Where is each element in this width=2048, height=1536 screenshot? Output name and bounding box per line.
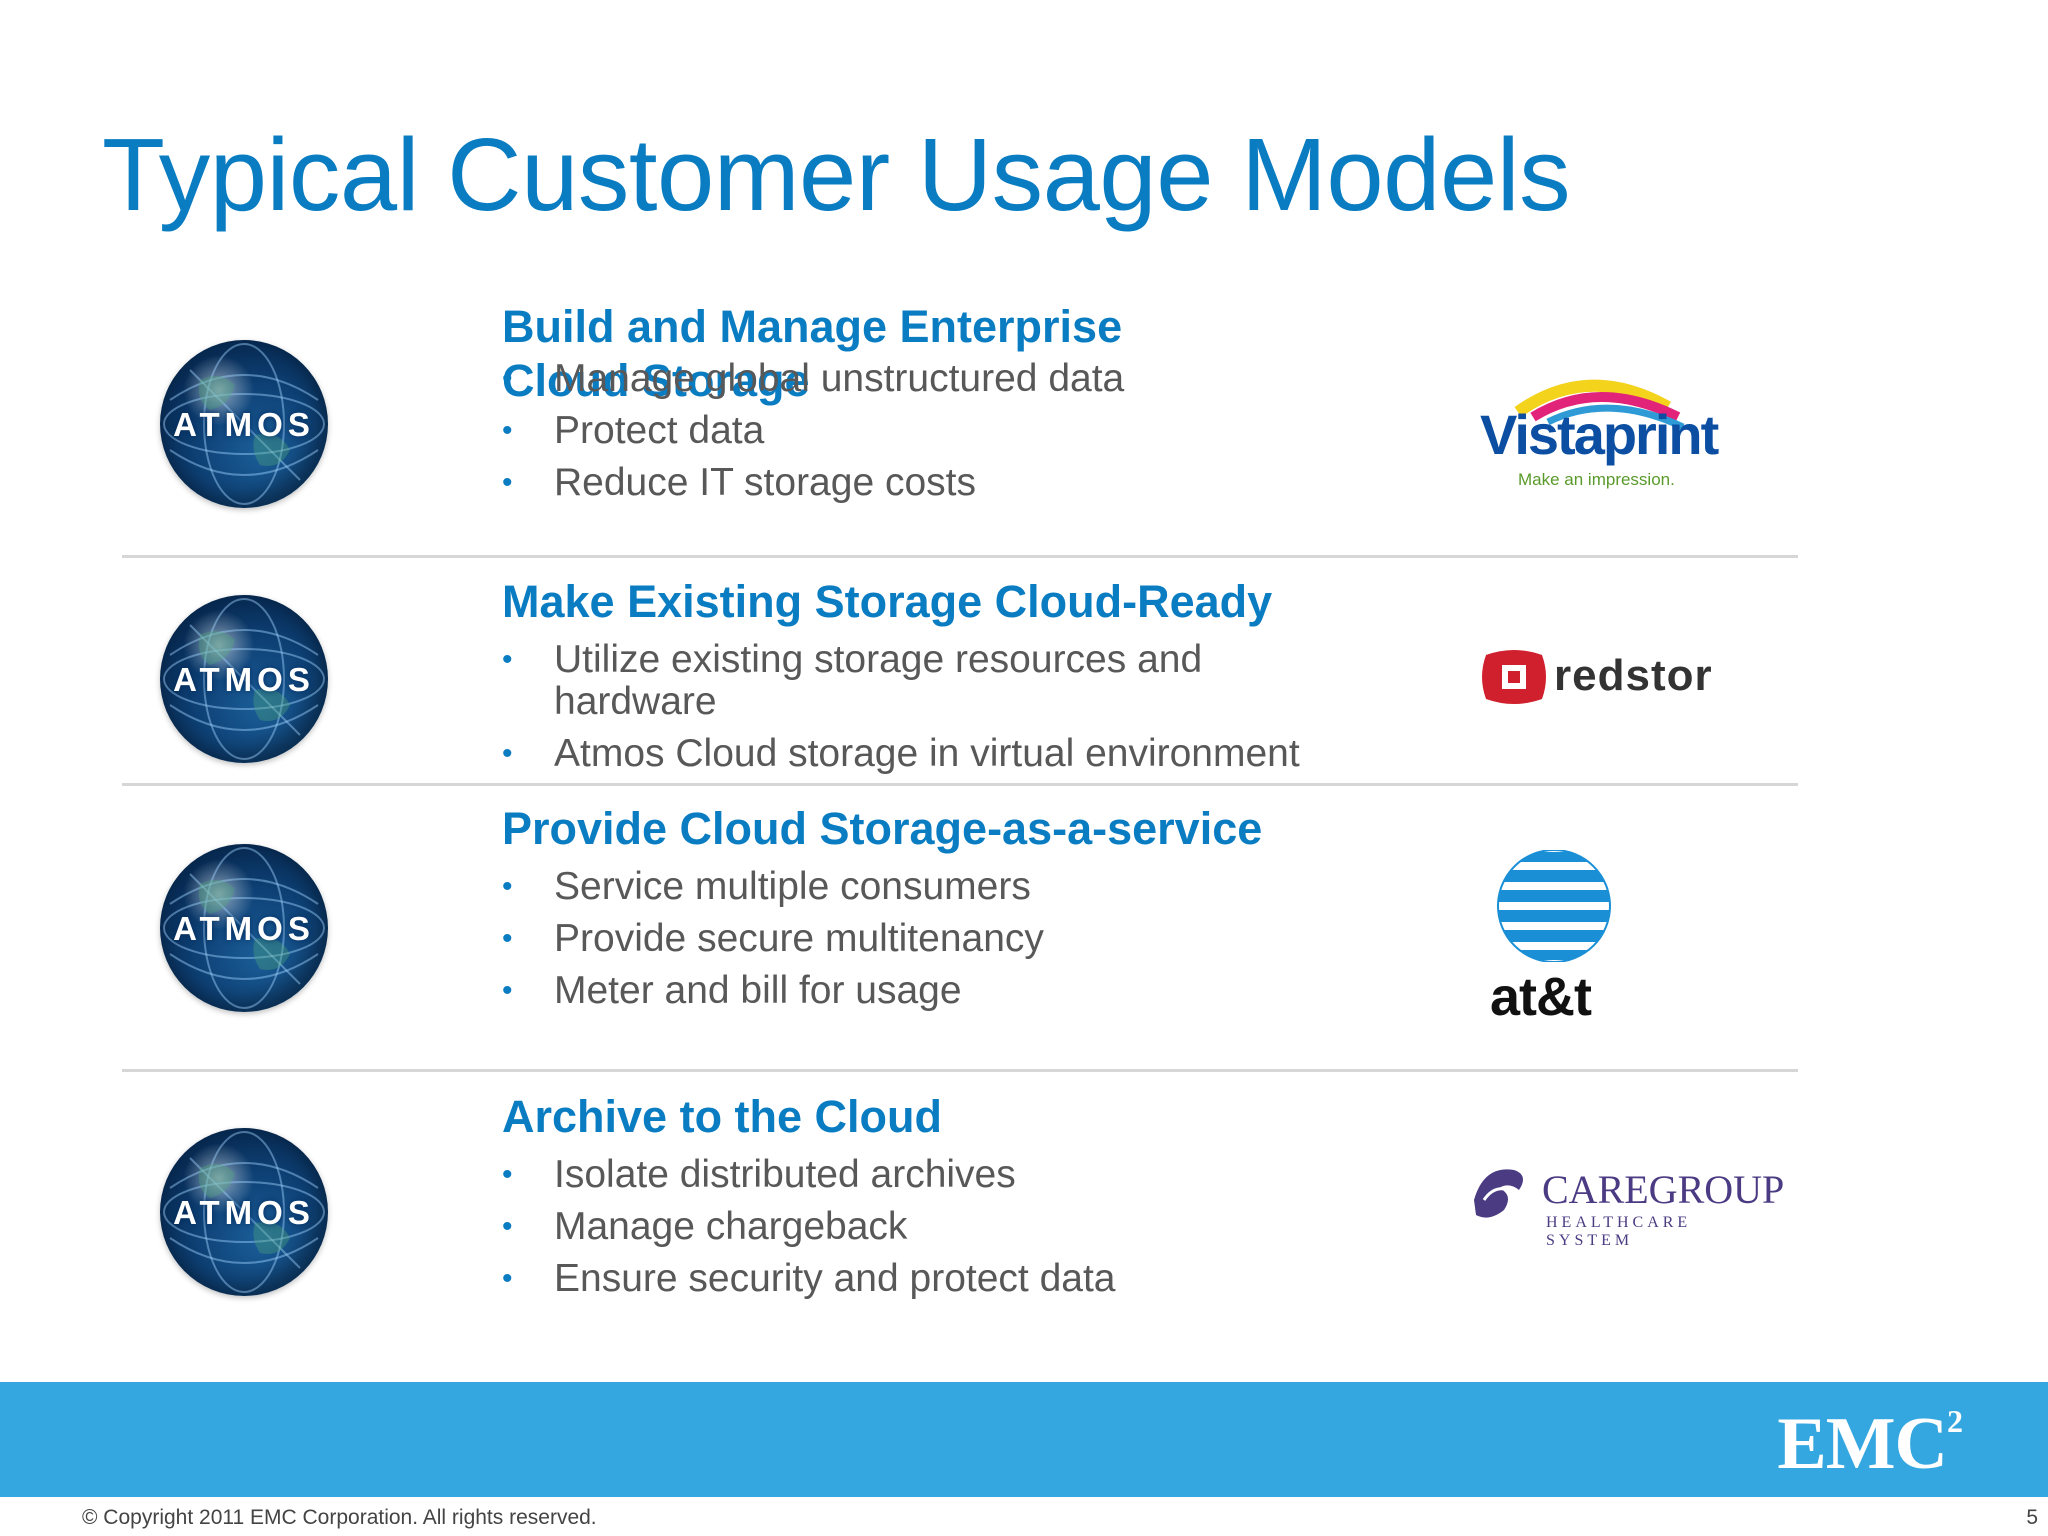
bullet-list: • Manage global unstructured data • Protec… [502, 358, 1402, 504]
page-title: Typical Customer Usage Models [102, 117, 1571, 232]
emc-logo: EMC2 [1777, 1402, 1963, 1487]
atmos-globe-label: ATMOS [173, 1194, 315, 1231]
bullet-marker: • [502, 643, 513, 676]
vistaprint-logo: Vistaprint Make an impression. [1478, 372, 1719, 492]
bullet-text: Reduce IT storage costs [554, 461, 976, 504]
bullet-text: Manage chargeback [554, 1205, 908, 1248]
bullet-marker: • [502, 870, 513, 903]
vistaprint-tagline: Make an impression. [1518, 470, 1675, 489]
usage-heading: Provide Cloud Storage-as-a-service [502, 803, 1263, 854]
list-item: • Atmos Cloud storage in virtual environm… [502, 733, 1382, 775]
list-item: • Manage global unstructured data [502, 358, 1402, 400]
globe-grid-icon [163, 343, 325, 505]
att-globe-icon [1497, 850, 1611, 962]
bullet-marker: • [502, 362, 513, 395]
usage-heading: Archive to the Cloud [502, 1091, 943, 1142]
list-item: • Meter and bill for usage [502, 970, 1402, 1012]
bullet-marker: • [502, 922, 513, 955]
bullet-text: Protect data [554, 409, 765, 452]
list-item: • Ensure security and protect data [502, 1258, 1402, 1300]
globe-grid-icon [163, 847, 325, 1009]
globe-grid-icon [163, 598, 325, 760]
atmos-globe-icon: ATMOS [160, 595, 328, 763]
vistaprint-wordmark: Vistaprint [1480, 403, 1719, 466]
bullet-list: • Isolate distributed archives • Manage ch… [502, 1154, 1402, 1300]
bullet-text: Utilize existing storage resources and h… [554, 638, 1203, 723]
atmos-globe-label: ATMOS [173, 661, 315, 698]
emc-wordmark: EMC [1777, 1403, 1948, 1485]
row-divider [122, 555, 1798, 558]
list-item: • Isolate distributed archives [502, 1154, 1402, 1196]
bullet-marker: • [502, 1158, 513, 1191]
atmos-globe-icon: ATMOS [160, 340, 328, 508]
atmos-globe-icon: ATMOS [160, 1128, 328, 1296]
usage-heading: Make Existing Storage Cloud-Ready [502, 576, 1273, 627]
row-divider [122, 783, 1798, 786]
usage-heading: Build and Manage Enterprise Cloud Storag… [502, 301, 1123, 406]
usage-row-1-content: Build and Manage Enterprise Cloud Storag… [502, 300, 1402, 504]
row-divider [122, 1069, 1798, 1072]
globe-grid-icon [163, 1131, 325, 1293]
bullet-list: • Service multiple consumers • Provide sec… [502, 866, 1402, 1012]
bullet-marker: • [502, 737, 513, 770]
footer-bar: EMC2 [0, 1382, 2048, 1497]
emc-superscript: 2 [1947, 1403, 1963, 1440]
vistaprint-swoosh-icon [1514, 379, 1685, 431]
caregroup-wordmark: CAREGROUP [1542, 1167, 1785, 1212]
bullet-list: • Utilize existing storage resources and … [502, 639, 1382, 775]
bullet-marker: • [502, 466, 513, 499]
atmos-globe-label: ATMOS [173, 910, 315, 947]
bullet-text: Meter and bill for usage [554, 969, 962, 1012]
page-number: 5 [2026, 1506, 2038, 1529]
atmos-globe-label: ATMOS [173, 406, 315, 443]
redstor-mark-icon [1482, 650, 1546, 704]
bullet-marker: • [502, 1210, 513, 1243]
caregroup-logo: CAREGROUP HEALTHCARE SYSTEM [1464, 1160, 1785, 1249]
list-item: • Service multiple consumers [502, 866, 1402, 908]
bullet-marker: • [502, 1262, 513, 1295]
caregroup-hand-icon [1474, 1169, 1523, 1218]
caregroup-tagline: HEALTHCARE SYSTEM [1546, 1214, 1692, 1249]
redstor-wordmark: redstor [1554, 651, 1713, 700]
usage-row-4-content: Archive to the Cloud • Isolate distribute… [502, 1090, 1402, 1300]
bullet-marker: • [502, 974, 513, 1007]
bullet-text: Ensure security and protect data [554, 1257, 1116, 1300]
bullet-marker: • [502, 414, 513, 447]
list-item: • Reduce IT storage costs [502, 462, 1402, 504]
list-item: • Provide secure multitenancy [502, 918, 1402, 960]
redstor-logo: redstor [1480, 647, 1740, 707]
bullet-text: Provide secure multitenancy [554, 917, 1044, 960]
att-wordmark: at&t [1490, 967, 1592, 1027]
list-item: • Utilize existing storage resources and … [502, 639, 1214, 723]
bullet-text: Service multiple consumers [554, 865, 1031, 908]
atmos-globe-icon: ATMOS [160, 844, 328, 1012]
usage-row-2-content: Make Existing Storage Cloud-Ready • Utili… [502, 575, 1402, 775]
att-logo: at&t [1490, 850, 1630, 1030]
usage-row-3-content: Provide Cloud Storage-as-a-service • Serv… [502, 802, 1402, 1012]
bullet-text: Atmos Cloud storage in virtual environme… [554, 732, 1300, 775]
list-item: • Protect data [502, 410, 1402, 452]
bullet-text: Isolate distributed archives [554, 1153, 1016, 1196]
bullet-text: Manage global unstructured data [554, 357, 1125, 400]
list-item: • Manage chargeback [502, 1206, 1402, 1248]
copyright-notice: © Copyright 2011 EMC Corporation. All ri… [82, 1506, 597, 1529]
